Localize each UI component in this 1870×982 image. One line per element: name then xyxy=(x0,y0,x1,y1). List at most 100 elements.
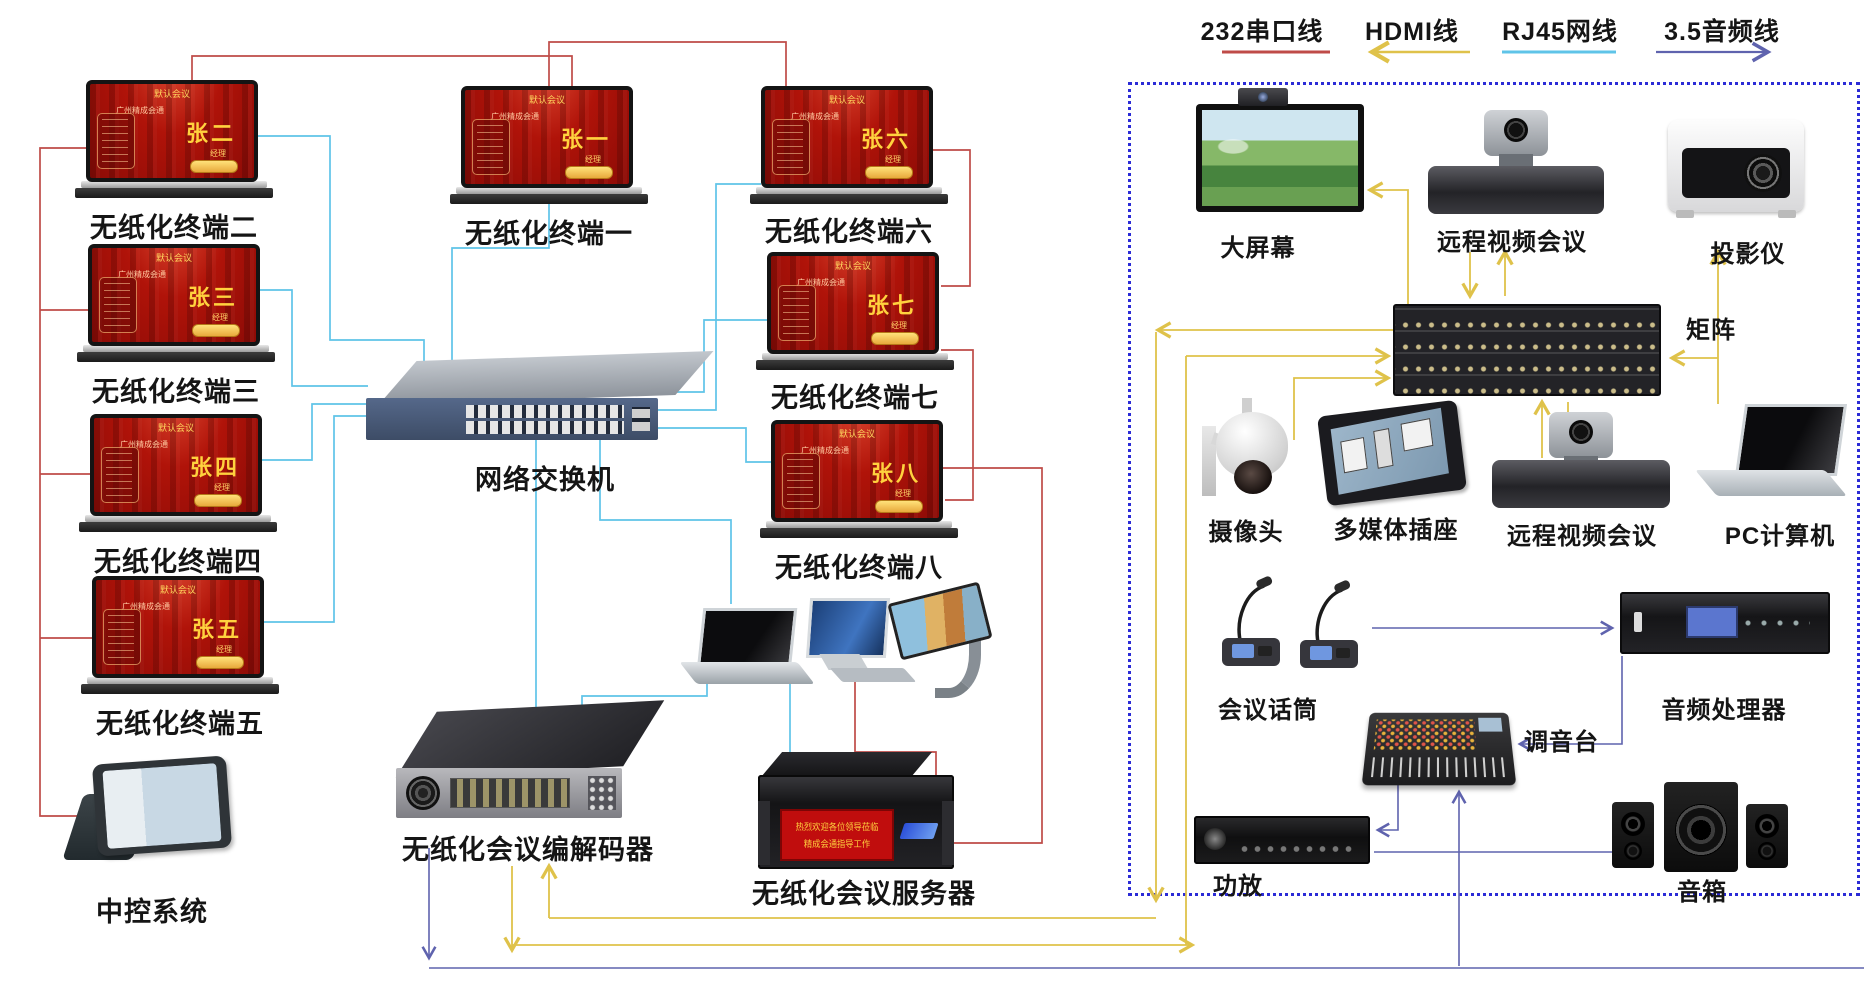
satellite-speaker xyxy=(1612,802,1654,868)
mixer-knobs xyxy=(1373,719,1477,750)
camera-head xyxy=(1484,110,1548,156)
screen-agenda-card xyxy=(778,285,816,341)
dome-camera xyxy=(1202,398,1294,510)
screen-agenda-card xyxy=(782,453,820,509)
mixer-screen xyxy=(1478,717,1503,732)
terminal-screen: 默认会议 广州精成会通 张七 经理 xyxy=(767,252,939,354)
terminal-8-label: 无纸化终端八 xyxy=(775,553,943,583)
laptop-stand xyxy=(87,677,273,684)
screen-role: 经理 xyxy=(214,483,230,492)
laptop-base xyxy=(75,188,273,198)
camera-lens xyxy=(1504,118,1528,142)
screen-agenda-card xyxy=(772,119,810,175)
speaker-label: 音箱 xyxy=(1677,879,1727,906)
screen-agenda-card xyxy=(99,277,137,333)
conference-microphones xyxy=(1206,574,1372,678)
satellite-speaker xyxy=(1746,804,1788,868)
legend-serial-label: 232串口线 xyxy=(1200,18,1324,46)
screen-org: 广州精成会通 xyxy=(122,602,170,611)
terminal-7: 默认会议 广州精成会通 张七 经理 xyxy=(756,252,954,370)
media-socket-label: 多媒体插座 xyxy=(1333,517,1459,544)
tv-camera xyxy=(1238,88,1288,106)
socket-box xyxy=(1317,399,1467,507)
terminal-8: 默认会议 广州精成会通 张八 经理 xyxy=(760,420,958,538)
screen-org: 广州精成会通 xyxy=(491,112,539,121)
codec-device xyxy=(396,768,622,818)
socket-face xyxy=(1330,407,1449,495)
terminal-screen: 默认会议 广州精成会通 张二 经理 xyxy=(86,80,258,182)
camera-dome-lens xyxy=(1234,460,1272,494)
screen-role: 经理 xyxy=(585,155,601,164)
terminal-2-label: 无纸化终端二 xyxy=(90,213,258,243)
matrix-label: 矩阵 xyxy=(1686,317,1736,344)
power-amplifier xyxy=(1194,816,1370,864)
screen-role: 经理 xyxy=(216,645,232,654)
processor-lcd xyxy=(1686,606,1738,638)
screen-title: 默认会议 xyxy=(838,429,875,439)
camera-stem xyxy=(1242,398,1252,414)
projector-foot xyxy=(1676,210,1694,218)
codec-label: 无纸化会议编解码器 xyxy=(402,835,654,865)
switch-label: 网络交换机 xyxy=(475,465,615,495)
terminal-3-label: 无纸化终端三 xyxy=(92,377,260,407)
screen-title: 默认会议 xyxy=(828,95,865,105)
laptop-stand xyxy=(456,187,642,194)
screen-org: 广州精成会通 xyxy=(118,270,166,279)
terminal-screen: 默认会议 广州精成会通 张一 经理 xyxy=(461,86,633,188)
terminal-2: 默认会议 广州精成会通 张二 经理 xyxy=(75,80,273,198)
pc-label: PC计算机 xyxy=(1724,523,1836,550)
terminal-7-label: 无纸化终端七 xyxy=(771,383,939,413)
laptop-base xyxy=(79,522,277,532)
screen-attendee-name: 张三 xyxy=(187,285,238,310)
matrix-switcher xyxy=(1393,304,1661,396)
laptop-stand xyxy=(756,187,942,194)
projector-lens xyxy=(1744,154,1782,192)
legend-hdmi-label: HDMI线 xyxy=(1365,18,1459,46)
pc-keyboard xyxy=(1695,470,1847,496)
amp-controls xyxy=(1238,842,1358,856)
screen-button xyxy=(865,166,913,179)
screen-org: 广州精成会通 xyxy=(791,112,839,121)
screen-agenda-card xyxy=(103,609,141,665)
laptop-stand xyxy=(81,181,267,188)
server-label: 无纸化会议服务器 xyxy=(752,879,976,909)
laptop-base xyxy=(760,528,958,538)
rack-ear xyxy=(758,801,770,865)
video-conf-mid-label: 远程视频会议 xyxy=(1507,523,1657,550)
touch-kiosk xyxy=(887,581,993,698)
power-switch xyxy=(1634,612,1642,632)
legend-audio-label: 3.5音频线 xyxy=(1664,18,1780,46)
terminal-1-label: 无纸化终端一 xyxy=(465,219,633,249)
camera-base xyxy=(1492,460,1670,508)
audio-lines xyxy=(421,41,1864,969)
screen-role: 经理 xyxy=(885,155,901,164)
laptop-base xyxy=(450,194,648,204)
processor-buttons xyxy=(1740,614,1810,632)
audio-processor-label: 音频处理器 xyxy=(1661,697,1787,724)
camera-lens xyxy=(1569,420,1593,444)
server-device: 热烈欢迎各位领导莅临 精成会通指导工作 xyxy=(758,775,954,869)
mixing-console xyxy=(1361,712,1517,786)
terminal-screen: 默认会议 广州精成会通 张六 经理 xyxy=(761,86,933,188)
terminal-6-label: 无纸化终端六 xyxy=(765,217,933,247)
av-room-dotted-border xyxy=(1128,82,1860,896)
screen-org: 广州精成会通 xyxy=(120,440,168,449)
screen-button xyxy=(871,332,919,345)
client-laptop xyxy=(679,600,815,690)
screen-attendee-name: 张二 xyxy=(185,121,236,146)
laptop-base xyxy=(81,684,279,694)
server-top xyxy=(761,752,933,776)
screen-title: 默认会议 xyxy=(159,585,196,595)
legend-rj45-label: RJ45网线 xyxy=(1502,18,1618,46)
screen-org: 广州精成会通 xyxy=(801,446,849,455)
codec-connectors xyxy=(588,776,616,810)
camera-bracket xyxy=(1202,426,1216,496)
terminal-6: 默认会议 广州精成会通 张六 经理 xyxy=(750,86,948,204)
video-conf-top-label: 远程视频会议 xyxy=(1437,229,1587,256)
rack-ear xyxy=(942,801,954,865)
monitor-screen xyxy=(805,598,891,658)
tablet-body xyxy=(91,755,233,857)
projector-foot xyxy=(1778,210,1796,218)
screen-attendee-name: 张四 xyxy=(189,455,240,480)
